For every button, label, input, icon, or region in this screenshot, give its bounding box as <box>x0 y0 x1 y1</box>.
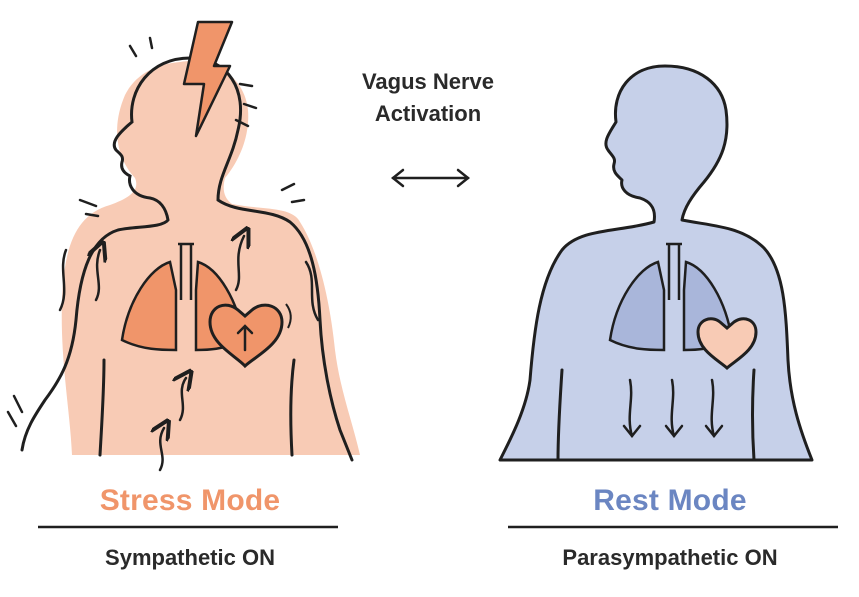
stress-mode-label: Stress Mode <box>99 484 281 517</box>
stress-left-lung <box>120 260 178 352</box>
down-arrows-icon <box>622 378 724 439</box>
stress-up-arrows <box>96 236 244 472</box>
stress-body-outline <box>20 56 192 452</box>
parasympathetic-state-label: Parasympathetic ON <box>562 545 778 570</box>
double-arrow-icon <box>390 168 471 188</box>
rest-mode-label: Rest Mode <box>593 484 747 517</box>
stress-body-fill <box>61 61 360 456</box>
center-title-line2: Activation <box>374 101 482 126</box>
rest-figure <box>498 64 814 462</box>
center-title: Vagus Nerve Activation <box>318 66 538 130</box>
lightning-bolt-icon <box>182 20 234 138</box>
center-title-line1: Vagus Nerve <box>361 69 495 94</box>
sympathetic-state-label: Sympathetic ON <box>105 545 275 570</box>
heart-icon <box>696 317 758 371</box>
stress-figure <box>6 20 360 472</box>
rest-left-lung <box>608 260 666 352</box>
stress-jitter-lines <box>6 36 320 428</box>
